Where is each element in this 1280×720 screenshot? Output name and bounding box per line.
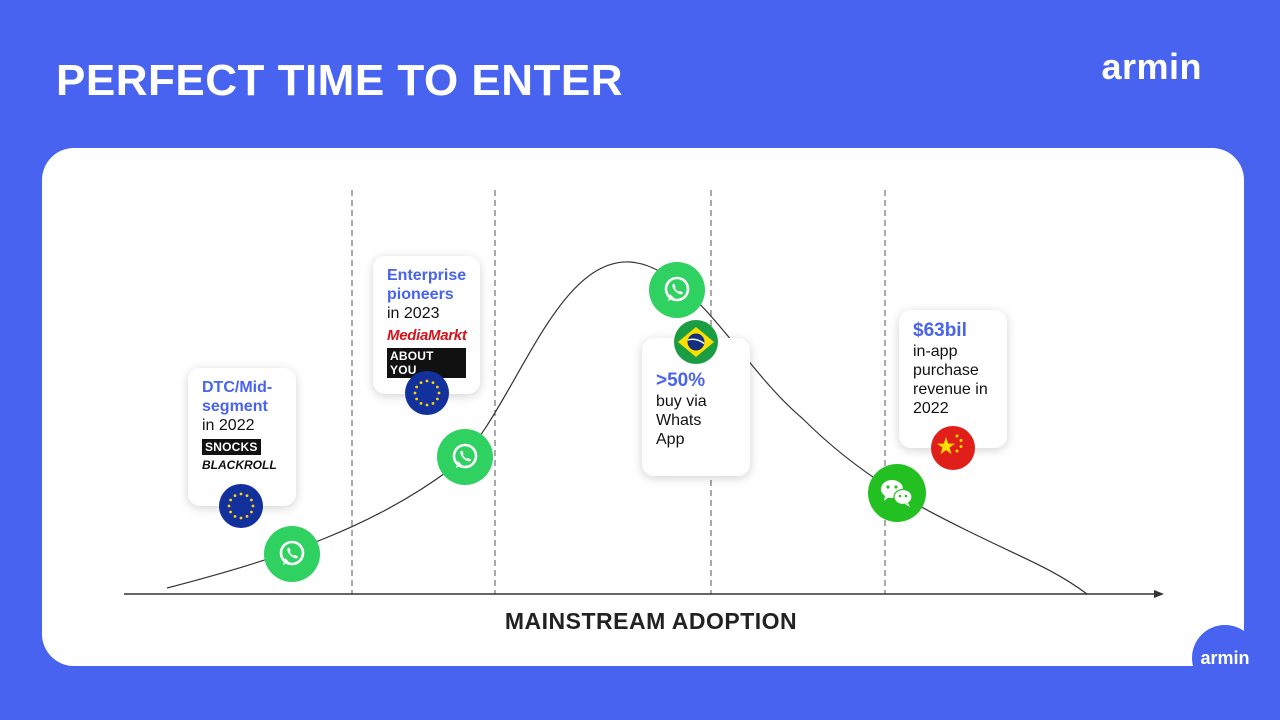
callout-brazil-headline: >50% bbox=[656, 370, 706, 391]
callout-brazil: >50% buy via Whats App bbox=[642, 338, 750, 476]
brazil-flag-icon bbox=[674, 320, 718, 364]
callout-china-headline: $63bil bbox=[913, 320, 967, 341]
callout-brazil-text: buy via Whats App bbox=[656, 393, 707, 448]
callout-dtc-year: in 2022 bbox=[202, 417, 255, 434]
china-flag-icon bbox=[931, 426, 975, 470]
whatsapp-icon bbox=[264, 526, 320, 582]
blackroll-logo: BLACKROLL bbox=[202, 458, 277, 472]
callout-china-text: in-app purchase revenue in 2022 bbox=[913, 343, 988, 417]
wechat-icon bbox=[868, 464, 926, 522]
callout-dtc: DTC/Mid- segment in 2022 SNOCKS BLACKROL… bbox=[188, 368, 296, 506]
callout-enterprise-year: in 2023 bbox=[387, 305, 440, 322]
mediamarkt-logo: MediaMarkt bbox=[387, 327, 467, 344]
x-axis-arrow bbox=[1154, 590, 1164, 598]
snocks-logo: SNOCKS bbox=[202, 439, 261, 455]
slide-title: PERFECT TIME TO ENTER bbox=[56, 56, 624, 105]
eu-flag-icon bbox=[219, 484, 263, 528]
x-axis-label: MAINSTREAM ADOPTION bbox=[504, 608, 798, 634]
callout-dtc-headline: DTC/Mid- segment bbox=[202, 379, 273, 415]
whatsapp-icon bbox=[649, 262, 705, 318]
brand-logo: armin bbox=[1101, 46, 1202, 87]
callout-enterprise-headline: Enterprise pioneers bbox=[387, 267, 467, 303]
callout-china: $63bil in-app purchase revenue in 2022 bbox=[899, 310, 1007, 448]
eu-flag-icon bbox=[405, 371, 449, 415]
whatsapp-icon bbox=[437, 429, 493, 485]
corner-brand-logo: armin bbox=[1192, 625, 1258, 691]
